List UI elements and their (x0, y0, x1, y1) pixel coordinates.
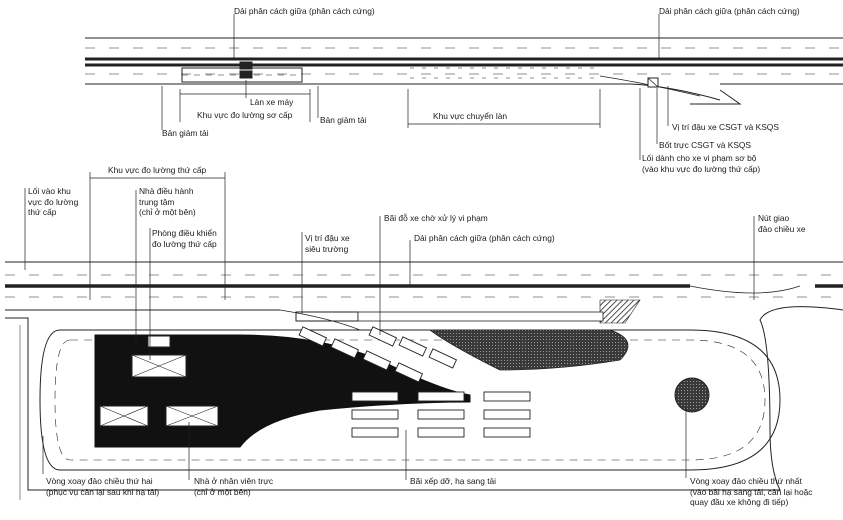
admin-building (147, 335, 171, 348)
label-admin-line1: Nhà điều hành (139, 186, 194, 196)
label-primary-zone: Khu vực đo lường sơ cấp (197, 110, 293, 120)
label-secondary-zone: Khu vực đo lường thứ cấp (108, 165, 207, 175)
label-interchange-line2: đảo chiều xe (758, 223, 806, 234)
label-violation-exit-line2: (vào khu vực đo lường thứ cấp) (642, 163, 761, 174)
label-entry-line3: thứ cấp (28, 207, 57, 217)
stippled-lot (428, 329, 629, 371)
label-violation-exit: Lối dành cho xe vi phạm sơ bộ (vào khu v… (642, 153, 760, 174)
label-roundabout2-line1: Vòng xoay đảo chiều thứ hai (46, 476, 153, 486)
label-interchange-line1: Nút giao (758, 213, 790, 223)
pending-violation-bays (298, 326, 458, 383)
label-admin-line3: (chỉ ở một bên) (139, 207, 196, 217)
label-police-booth: Bốt trực CSGT và KSQS (659, 140, 752, 150)
label-pending-lot: Bãi đỗ xe chờ xử lý vi phạm (384, 213, 488, 223)
label-median-top-left: Dải phân cách giữa (phân cách cứng) (234, 6, 375, 16)
label-police-parking: Vị trí đậu xe CSGT và KSQS (672, 122, 779, 132)
roundabout-1 (674, 377, 710, 413)
label-roundabout1-line2: (vào bãi hạ sang tải, cân lại hoặc (690, 486, 813, 497)
label-reducer-right: Bản giảm tải (320, 115, 367, 125)
label-median-top-right: Dải phân cách giữa (phân cách cứng) (659, 6, 800, 16)
label-admin-line2: trung tâm (139, 196, 175, 207)
label-reducer-left: Bản giảm tải (162, 128, 209, 138)
unloading-bays (351, 391, 531, 438)
label-roundabout-1: Vòng xoay đảo chiều thứ nhất (vào bãi hạ… (690, 476, 812, 508)
label-entry-line2: vực đo lường (28, 196, 79, 207)
label-oversize-line2: siêu trường (305, 243, 349, 254)
label-roundabout1-line1: Vòng xoay đảo chiều thứ nhất (690, 476, 802, 486)
label-admin: Nhà điều hành trung tâm (chỉ ở một bên) (139, 186, 196, 218)
label-control-line1: Phòng điều khiển (152, 228, 217, 238)
label-motorbike-lane: Làn xe máy (250, 97, 294, 107)
label-oversize-line1: Vị trí đậu xe (305, 233, 350, 243)
label-staff-line1: Nhà ở nhân viên trực (194, 476, 274, 486)
label-roundabout-2: Vòng xoay đảo chiều thứ hai (phục vụ cân… (46, 476, 159, 497)
label-roundabout1-line3: quay đầu xe không đi tiếp) (690, 497, 789, 507)
label-violation-exit-line1: Lối dành cho xe vi phạm sơ bộ (642, 153, 757, 163)
label-entry: Lối vào khu vực đo lường thứ cấp (28, 186, 78, 218)
label-staff-line2: (chỉ ở một bên) (194, 486, 251, 497)
label-median-bottom: Dải phân cách giữa (phân cách cứng) (414, 233, 555, 243)
label-unload-lot: Bãi xếp dỡ, hạ sang tải (410, 476, 497, 486)
label-entry-line1: Lối vào khu (28, 186, 71, 196)
bottom-road-plan (5, 172, 843, 500)
motorbike-lane-marker (239, 61, 253, 70)
top-road-plan (85, 14, 843, 160)
label-control-line2: đo lường thứ cấp (152, 238, 217, 249)
label-lane-change-zone: Khu vực chuyển làn (433, 111, 508, 121)
label-roundabout2-line2: (phục vụ cân lại sau khi hạ tải) (46, 486, 160, 497)
label-control-room: Phòng điều khiển đo lường thứ cấp (152, 228, 217, 249)
label-oversize: Vị trí đậu xe siêu trường (305, 233, 350, 254)
label-interchange: Nút giao đảo chiều xe (758, 213, 806, 234)
label-staff-housing: Nhà ở nhân viên trực (chỉ ở một bên) (194, 476, 273, 497)
